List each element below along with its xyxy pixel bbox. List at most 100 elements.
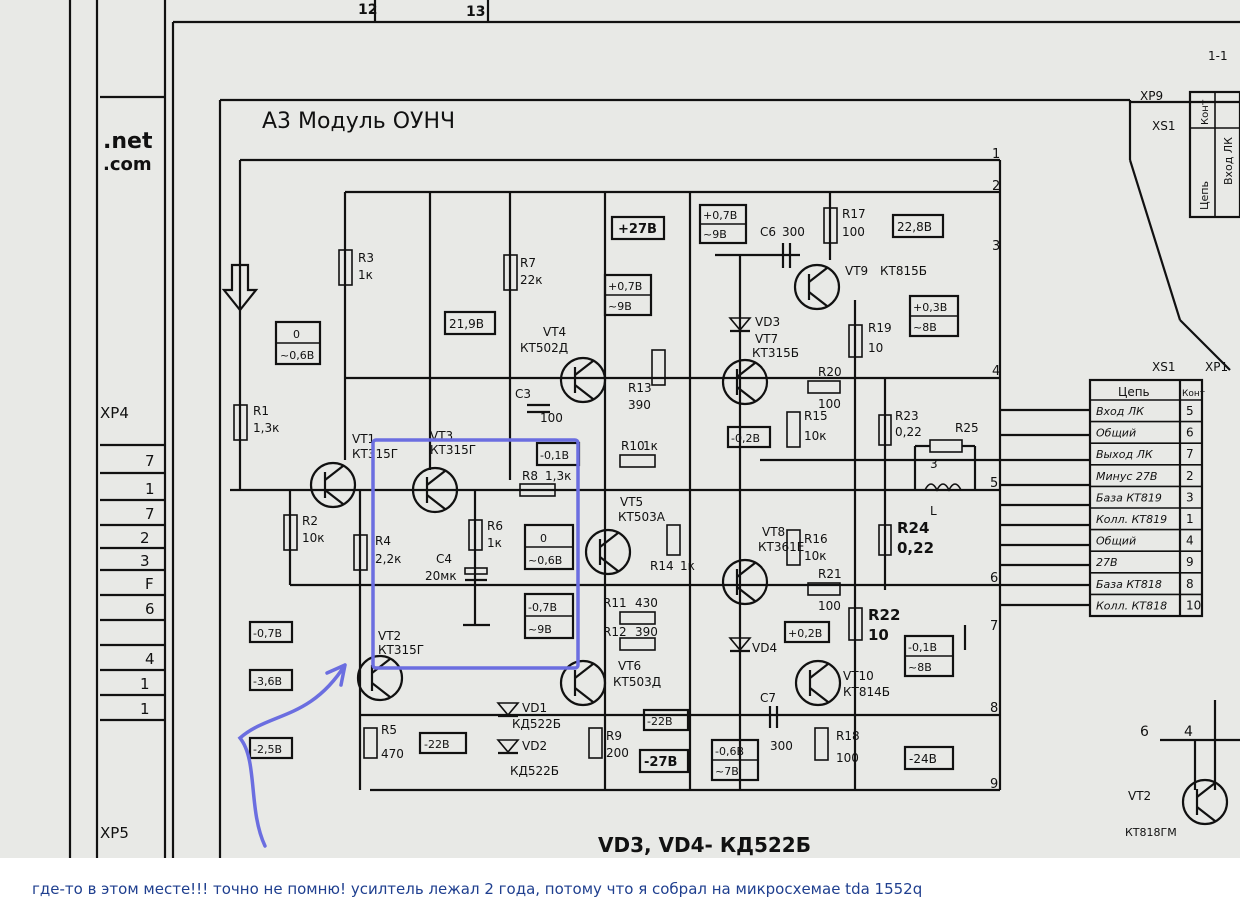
table-row-name: 27В [1096,556,1118,569]
r20-name: R20 [818,365,842,379]
svg-text:+0,7В: +0,7В [608,280,642,293]
xp4-pin: F [145,575,154,593]
xp4-pin: 6 [145,600,155,618]
c6-name: С6 [760,225,776,239]
bottom-pin-4: 4 [1184,724,1193,740]
vt8-name: VT8 [762,525,785,539]
vt7-transistor [721,358,769,406]
voltage-box-36: -3,6В [248,668,294,692]
r1-resistor [233,404,248,441]
r11-name: R11 [603,596,627,610]
voltage-box-plus27: +27В [610,215,666,241]
vt6-value: КТ503Д [613,675,661,689]
xp4-label: XP4 [100,404,129,422]
svg-text:0: 0 [293,328,300,341]
rail-number: 5 [990,476,998,491]
svg-text:-0,7В: -0,7В [528,601,557,614]
vd3-name: VD3 [755,315,780,329]
vt6-name: VT6 [618,659,641,673]
xp4-pin: 3 [140,552,150,570]
c7-name: С7 [760,691,776,705]
vt8-transistor [721,558,769,606]
vd1-value: КД522Б [512,717,561,731]
svg-text:~9В: ~9В [528,623,552,636]
svg-text:Конт: Конт [1182,389,1205,399]
r25-resistor [929,439,963,453]
c4-value: 20мк [425,569,457,583]
r12-resistor [619,637,656,651]
footer-note: VD3, VD4- КД522Б [598,833,811,857]
r15-resistor [786,411,801,448]
svg-text:+0,7В: +0,7В [703,209,737,222]
voltage-box-219: 21,9В [443,310,497,336]
vd2-value: КД522Б [510,764,559,778]
r25-name: R25 [955,421,979,435]
vt4-value: КТ502Д [520,341,568,355]
svg-text:~0,6В: ~0,6В [528,554,562,567]
vd4-diode [728,637,752,652]
vd4-name: VD4 [752,641,777,655]
svg-text:~0,6В: ~0,6В [280,349,314,362]
highlight-arrow [237,663,347,848]
table-row-pin: 1 [1186,512,1194,526]
xp4-pin: 1 [140,700,150,718]
voltage-box-038: +0,3В ~8В [908,294,960,338]
r6-name: R6 [487,519,503,533]
highlight-rectangle [371,438,580,670]
svg-text:-27В: -27В [644,755,677,770]
vt4-name: VT4 [543,325,566,339]
r2-name: R2 [302,514,318,528]
r8-resistor [519,483,556,497]
r4-name: R4 [375,534,391,548]
xp5-label: XP5 [100,824,129,842]
vd2-name: VD2 [522,739,547,753]
r13-value: 390 [628,398,651,412]
xs1-top-label: XS1 [1152,119,1175,133]
watermark-net: .net [103,129,153,154]
bottom-vt2-name: VT2 [1128,789,1151,803]
r24-name: R24 [897,519,929,537]
svg-text:+0,3В: +0,3В [913,301,947,314]
vt5-value: КТ503А [618,510,666,524]
voltage-box-24: -24В [903,745,955,771]
r14-value: 1к [680,559,695,573]
r3-name: R3 [358,251,374,265]
svg-text:+0,2В: +0,2В [788,627,822,640]
rail-number: 2 [992,179,1000,194]
voltage-box-228: 22,8В [891,213,945,239]
svg-text:~9В: ~9В [703,228,727,241]
table-row-pin: 2 [1186,469,1194,483]
vt9-value: КТ815Б [880,264,927,278]
vt9-transistor [793,263,841,311]
r20-value: 100 [818,397,841,411]
voltage-box-zero-left: 0 ~0,6В [274,320,322,366]
voltage-box-27-bottom: -27В [638,748,690,774]
vt2-name: VT2 [378,629,401,643]
vd1-diode [496,702,520,717]
r4-resistor [353,534,368,571]
rail-number: 4 [992,364,1000,379]
r2-value: 10к [302,531,325,545]
vt1-value: КТ315Г [352,447,398,461]
bottom-pin-6: 6 [1140,724,1149,740]
vd1-name: VD1 [522,701,547,715]
amplifier-schematic: 12 13 .net .com А3 Модуль ОУНЧ VD3, VD4-… [68,0,1240,858]
r4-value: 2,2к [375,552,401,566]
xp4-pin: 1 [145,480,155,498]
top-right-table: Цепь Вход ЛК Конт [1188,90,1240,219]
vd2-diode [496,739,520,754]
xp1-label: XP1 [1205,360,1228,374]
sheet-number-12: 12 [358,2,377,18]
svg-text:-24В: -24В [909,752,937,766]
table-row-pin: 8 [1186,577,1194,591]
r9-resistor [588,727,603,759]
svg-text:~8В: ~8В [908,661,932,674]
table-row-name: База КТ819 [1096,491,1162,504]
r5-name: R5 [381,723,397,737]
r8-name: R8 [522,469,538,483]
voltage-box-02-vt7: -0,2В [726,425,772,449]
r23-value: 0,22 [895,425,922,439]
table-row-pin: 6 [1186,426,1194,440]
table-row-name: Колл. КТ819 [1096,513,1167,526]
svg-text:+27В: +27В [618,222,657,237]
